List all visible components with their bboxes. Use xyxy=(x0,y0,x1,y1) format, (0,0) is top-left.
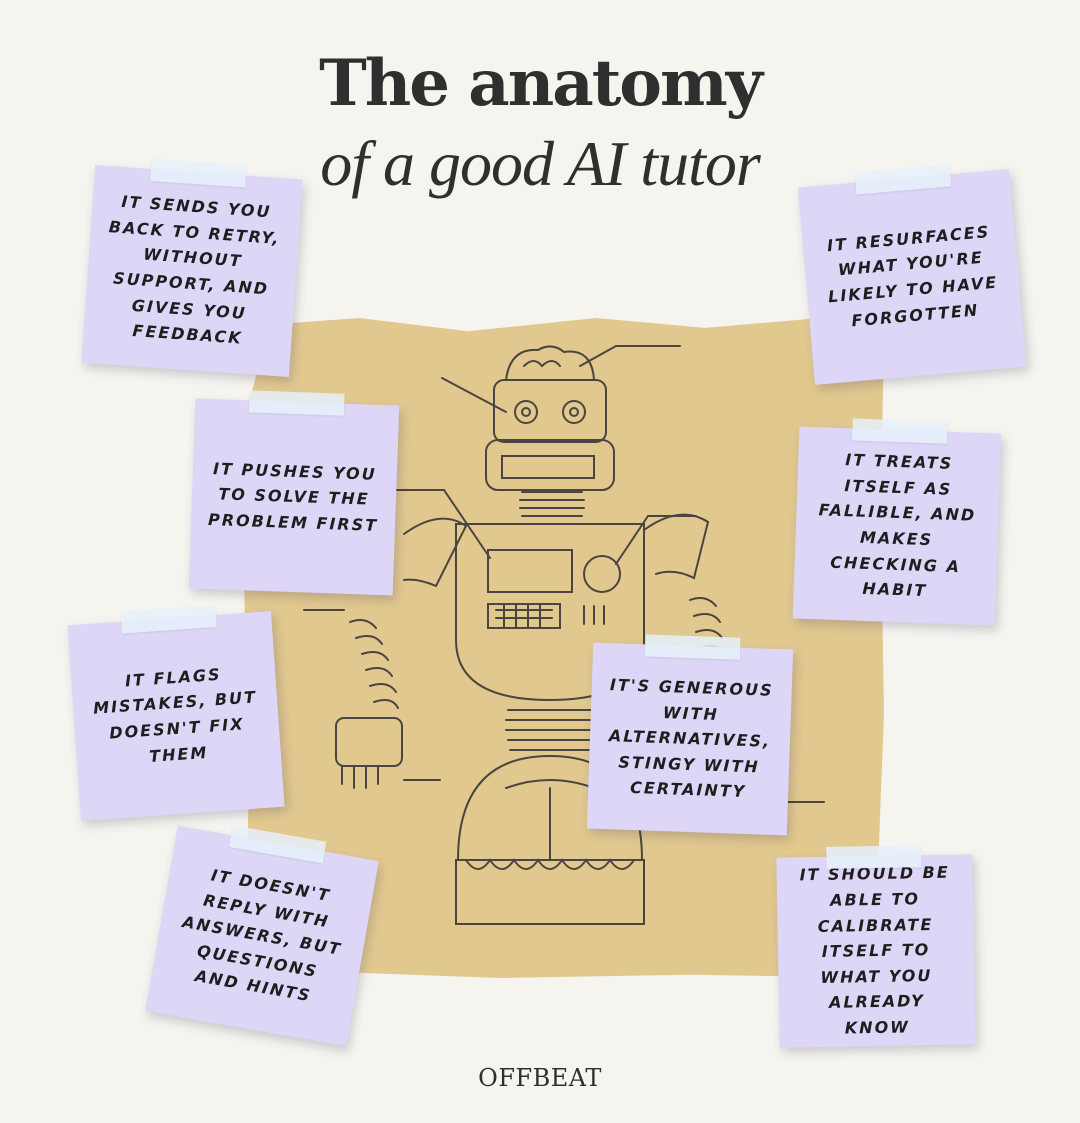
sticky-note-retry: It sends you back to retry, without supp… xyxy=(81,158,303,378)
sticky-note-pushes: It pushes you to solve the problem first xyxy=(188,390,400,596)
sticky-note-text: It flags mistakes, but doesn't fix them xyxy=(92,664,258,766)
sticky-note-questions-hints: It doesn't reply with answers, but quest… xyxy=(145,825,379,1047)
offbeat-logo: OFFBEAT xyxy=(478,1064,602,1092)
page-title-line2: of a good AI tutor xyxy=(320,128,761,199)
tape-strip xyxy=(120,604,217,634)
sticky-note-text: It should be able to calibrate itself to… xyxy=(799,863,950,1038)
sticky-note-generous: It's generous with alternatives, stingy … xyxy=(586,634,794,836)
tape-strip xyxy=(851,418,948,444)
sticky-note-text: It treats itself as fallible, and makes … xyxy=(818,450,977,601)
sticky-note-fallible: It treats itself as fallible, and makes … xyxy=(792,418,1002,626)
sticky-note-text: It doesn't reply with answers, but quest… xyxy=(180,865,344,1006)
sticky-note-flags-mistakes: It flags mistakes, but doesn't fix them xyxy=(67,604,285,821)
sticky-note-text: It's generous with alternatives, stingy … xyxy=(608,675,774,802)
page-title-line1: The anatomy xyxy=(319,46,763,121)
sticky-note-text: It sends you back to retry, without supp… xyxy=(108,192,282,348)
tape-strip xyxy=(644,634,741,660)
tape-strip xyxy=(826,845,922,869)
sticky-note-calibrate: It should be able to calibrate itself to… xyxy=(776,845,976,1048)
tape-strip xyxy=(248,390,345,416)
sticky-note-text: It resurfaces what you're likely to have… xyxy=(826,221,999,330)
sticky-note-text: It pushes you to solve the problem first xyxy=(207,458,379,535)
sticky-note-resurfaces: It resurfaces what you're likely to have… xyxy=(797,164,1027,385)
